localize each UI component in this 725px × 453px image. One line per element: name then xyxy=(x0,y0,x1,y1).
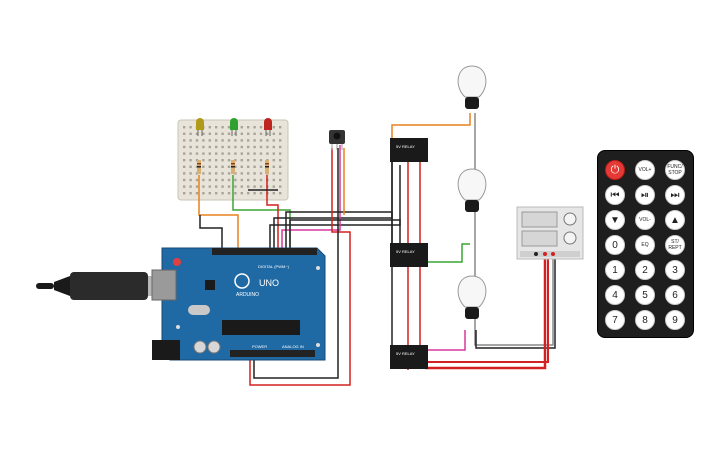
remote-button[interactable]: ▲ xyxy=(665,210,685,230)
led-red[interactable] xyxy=(264,118,272,136)
wire-black xyxy=(253,148,339,379)
digital-label: DIGITAL (PWM~) xyxy=(258,264,290,269)
wire-red xyxy=(425,255,547,370)
remote-button[interactable]: 9 xyxy=(665,310,685,330)
remote-button[interactable]: ⏮ xyxy=(605,185,625,205)
remote-button[interactable]: VOL- xyxy=(635,210,655,230)
wire-black xyxy=(289,219,401,252)
remote-button[interactable]: 3 xyxy=(665,260,685,280)
wire-red xyxy=(249,148,351,386)
relay[interactable]: 5V RELAY xyxy=(390,345,428,369)
wire-orange xyxy=(391,113,471,140)
arduino-uno[interactable]: ARDUINO UNO DIGITAL (PWM~) POWER ANALOG … xyxy=(151,247,326,361)
relay-label: 5V RELAY xyxy=(396,351,415,356)
arduino-brand: ARDUINO xyxy=(236,292,259,298)
wire-black xyxy=(273,148,393,252)
wire-red xyxy=(428,255,549,363)
remote-button[interactable]: 0 xyxy=(605,235,625,255)
ir-receiver[interactable] xyxy=(329,130,345,150)
wire-gray xyxy=(474,113,554,346)
wire-black xyxy=(475,255,556,349)
wire-orange xyxy=(198,175,239,252)
wire-green xyxy=(424,243,470,263)
wire-black xyxy=(269,165,401,252)
remote-button[interactable]: VOL+ xyxy=(635,160,655,180)
remote-button[interactable]: ▼ xyxy=(605,210,625,230)
power-supply[interactable] xyxy=(516,206,584,260)
wires xyxy=(198,113,556,386)
remote-button[interactable]: 5 xyxy=(635,285,655,305)
light-bulb[interactable] xyxy=(457,275,487,319)
relay-label: 5V RELAY xyxy=(396,249,415,254)
relay[interactable]: 5V RELAY xyxy=(390,138,428,162)
wire-magenta xyxy=(281,145,341,252)
remote-button[interactable]: 7 xyxy=(605,310,625,330)
resistor[interactable] xyxy=(197,160,201,174)
remote-button[interactable]: 4 xyxy=(605,285,625,305)
power-label: POWER xyxy=(252,344,267,349)
remote-button[interactable]: 2 xyxy=(635,260,655,280)
remote-button[interactable]: FUNC/ STOP xyxy=(665,160,685,180)
remote-button[interactable]: EQ xyxy=(635,235,655,255)
light-bulb[interactable] xyxy=(457,65,487,109)
relay-label: 5V RELAY xyxy=(396,144,415,149)
resistor[interactable] xyxy=(231,160,235,174)
remote-button[interactable]: ST/ REPT xyxy=(665,235,685,255)
relay[interactable]: 5V RELAY xyxy=(390,243,428,267)
remote-button[interactable]: 1 xyxy=(605,260,625,280)
led-green[interactable] xyxy=(230,118,238,136)
remote-button[interactable]: ⏯ xyxy=(635,185,655,205)
arduino-model: UNO xyxy=(259,278,279,288)
usb-cable xyxy=(36,272,166,300)
resistor[interactable] xyxy=(265,160,269,174)
wire-magenta xyxy=(425,330,466,351)
remote-button[interactable]: 6 xyxy=(665,285,685,305)
light-bulb[interactable] xyxy=(457,168,487,212)
analog-label: ANALOG IN xyxy=(282,344,304,349)
remote-button[interactable]: ⏻ xyxy=(605,160,625,180)
remote-button[interactable]: 8 xyxy=(635,310,655,330)
led-yellow[interactable] xyxy=(196,118,204,136)
remote-button[interactable]: ⏭ xyxy=(665,185,685,205)
wire-black xyxy=(199,215,223,252)
